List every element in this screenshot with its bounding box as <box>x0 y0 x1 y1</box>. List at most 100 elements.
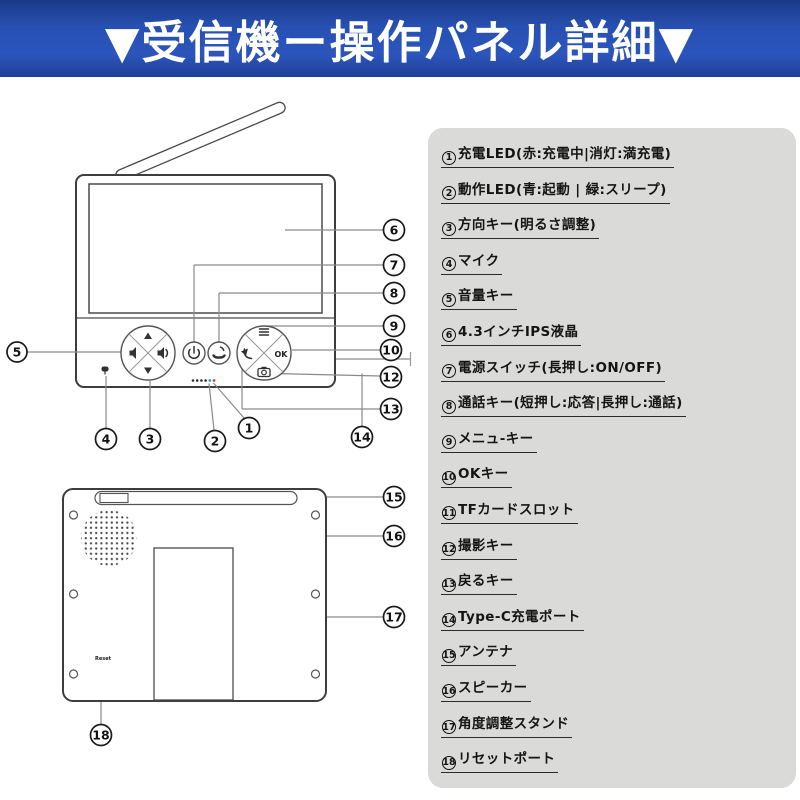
callout-16: 16 <box>382 524 406 548</box>
svg-text:7: 7 <box>390 258 399 273</box>
svg-text:9: 9 <box>390 319 399 334</box>
call-button <box>207 341 231 365</box>
svg-text:17: 17 <box>385 610 402 625</box>
spec-item-label: 撮影キー <box>458 537 514 554</box>
callout-15: 15 <box>382 485 406 509</box>
spec-item-label: TFカードスロット <box>458 501 575 518</box>
spec-item-label: OKキー <box>458 466 509 483</box>
power-icon <box>187 345 201 359</box>
spec-item-label: マイク <box>458 252 500 269</box>
item-number-badge: 12 <box>442 542 456 557</box>
callout-1: 1 <box>237 416 261 440</box>
svg-text:1: 1 <box>245 421 254 436</box>
callout-6: 6 <box>382 218 406 242</box>
svg-text:14: 14 <box>353 430 371 445</box>
down-arrow-icon <box>144 367 152 374</box>
bottom-view-diagram: Reset 15 16 17 18 <box>62 485 406 747</box>
spec-item-label: Type-C充電ポート <box>458 608 581 625</box>
svg-text:15: 15 <box>385 490 402 505</box>
item-number-badge: 6 <box>442 328 456 343</box>
back-icon <box>241 348 253 360</box>
ok-key-label: OK <box>275 350 289 359</box>
callout-5: 5 <box>6 341 28 363</box>
power-button <box>182 341 206 365</box>
spec-item-label: アンテナ <box>458 644 514 661</box>
antenna-drawing <box>115 101 286 182</box>
reset-port-label: Reset <box>95 656 112 662</box>
item-number-badge: 14 <box>442 613 456 628</box>
camera-icon <box>257 366 271 378</box>
spec-item-label: 音量キー <box>458 288 514 305</box>
callout-10: 10 <box>379 338 403 362</box>
front-view-diagram: OK 6 7 8 9 10 12 13 14 1 2 3 4 5 <box>6 101 412 453</box>
lcd-screen <box>88 183 323 314</box>
item-number-badge: 1 <box>442 150 456 165</box>
svg-text:6: 6 <box>390 223 399 238</box>
item-number-badge: 13 <box>442 577 456 592</box>
item-number-badge: 17 <box>442 720 456 734</box>
screw-holes <box>68 510 321 679</box>
callout-2: 2 <box>203 429 227 453</box>
svg-text:5: 5 <box>13 345 22 360</box>
right-dpad: OK <box>236 325 292 381</box>
charge-led-red <box>212 379 216 382</box>
spec-item-label: 戻るキー <box>458 573 514 590</box>
antenna-slot <box>94 490 298 506</box>
item-number-badge: 4 <box>442 257 456 272</box>
callout-4: 4 <box>94 427 118 451</box>
svg-text:12: 12 <box>382 370 399 385</box>
spec-item-label: 充電LED(赤:充電中|消灯:満充電) <box>458 146 672 162</box>
item-number-badge: 2 <box>442 186 456 201</box>
status-led-blue <box>208 379 212 382</box>
led-indicator-row <box>191 379 216 382</box>
svg-text:18: 18 <box>92 728 109 743</box>
item-number-badge: 10 <box>442 470 456 485</box>
leader-lines-front <box>27 229 412 431</box>
svg-text:3: 3 <box>146 432 155 447</box>
callout-12: 12 <box>379 365 403 389</box>
callout-8: 8 <box>382 281 406 305</box>
spec-item-label: 角度調整スタンド <box>458 715 570 732</box>
item-number-badge: 5 <box>442 292 456 307</box>
item-number-badge: 16 <box>442 684 456 699</box>
spec-item-label: 方向キー(明るさ調整) <box>458 217 597 234</box>
item-number-badge: 7 <box>442 364 456 379</box>
item-number-badge: 18 <box>442 755 456 770</box>
callout-7: 7 <box>382 253 406 277</box>
callout-18: 18 <box>89 723 113 747</box>
callout-3: 3 <box>138 427 162 451</box>
item-number-badge: 11 <box>442 506 456 521</box>
svg-text:4: 4 <box>102 432 111 447</box>
spec-item-label: 電源スイッチ(長押し:ON/OFF) <box>458 359 663 376</box>
kickstand <box>153 547 234 701</box>
volume-down-icon <box>129 347 136 359</box>
up-arrow-icon <box>144 332 152 339</box>
spec-item-label: 通話キー(短押し:応答|長押し:通話) <box>458 395 683 412</box>
spec-item-label: メニュ-キー <box>458 430 534 447</box>
call-icon <box>212 346 226 359</box>
callout-9: 9 <box>382 314 406 338</box>
item-number-badge: 9 <box>442 435 456 450</box>
svg-text:10: 10 <box>382 343 400 358</box>
header-banner: ▼受信機ー操作パネル詳細▼ <box>0 0 800 77</box>
spec-item-label: スピーカー <box>458 679 528 696</box>
item-number-badge: 8 <box>442 399 456 414</box>
